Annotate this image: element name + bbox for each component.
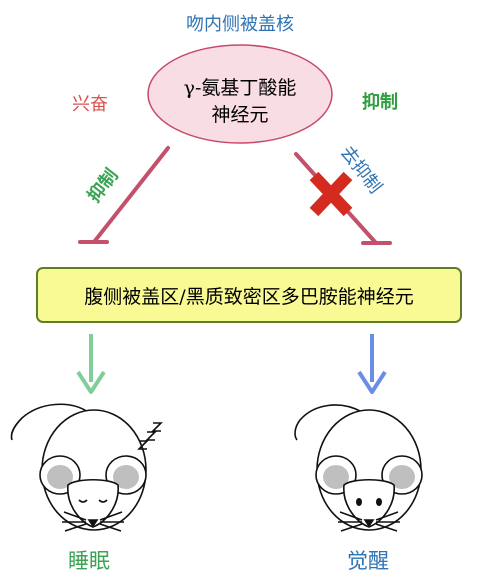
dopamine-neuron-box: 腹侧被盖区/黑质致密区多巴胺能神经元 [36, 267, 462, 323]
dopamine-neuron-label: 腹侧被盖区/黑质致密区多巴胺能神经元 [84, 285, 414, 308]
title: 吻内侧被盖核 [186, 14, 294, 35]
excite-label: 兴奋 [72, 94, 108, 115]
gaba-neuron-label-line2: 神经元 [211, 104, 269, 126]
sleep-label: 睡眠 [68, 549, 110, 573]
awake-mouse-icon [294, 404, 423, 532]
inhibit-left-connector [78, 146, 170, 244]
cross-icon [309, 171, 353, 217]
sleep-arrow [76, 334, 106, 394]
sleeping-mouse-icon [10, 403, 147, 532]
wake-label: 觉醒 [347, 549, 389, 573]
gaba-neuron-label: γ-氨基丁酸能 神经元 [150, 75, 330, 129]
gaba-neuron-label-line1: γ-氨基丁酸能 [183, 77, 297, 99]
wake-arrow [357, 334, 387, 394]
zzz-icon [137, 422, 163, 450]
inhibit-right-label: 抑制 [362, 92, 398, 113]
gaba-neuron-ellipse [147, 44, 333, 144]
